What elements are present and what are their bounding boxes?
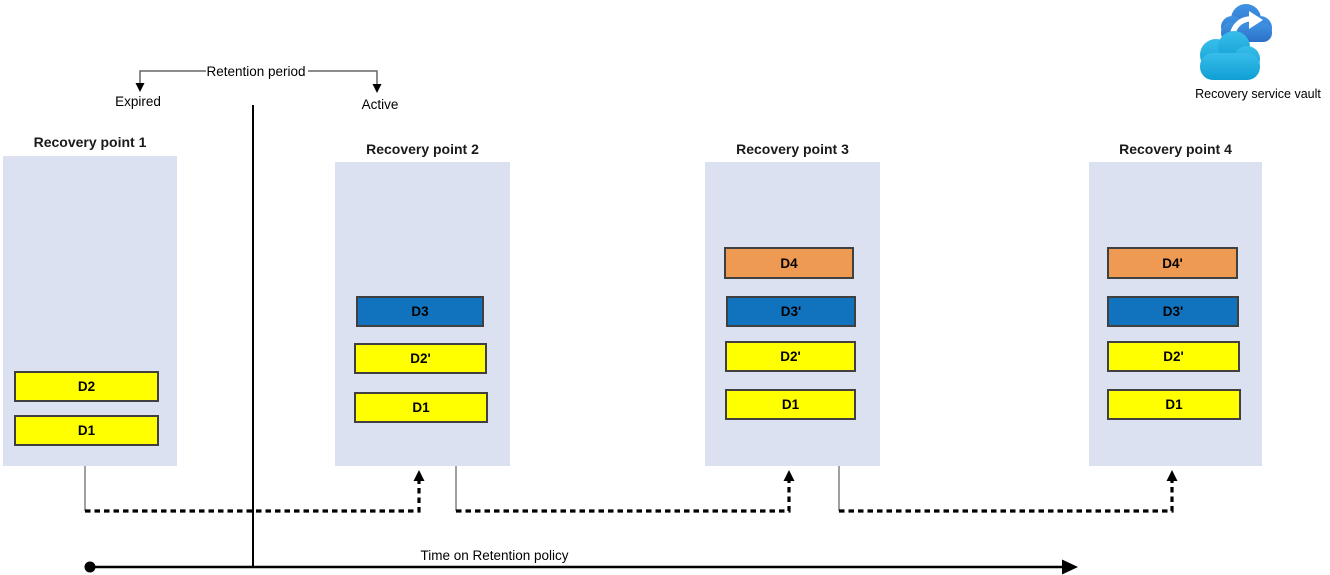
expired-label: Expired xyxy=(115,94,161,109)
restore-arrow-icon xyxy=(1229,11,1263,41)
recovery-point-1-title: Recovery point 1 xyxy=(33,134,147,150)
timeline-arrowhead xyxy=(1062,559,1078,575)
data-block-d1: D1 xyxy=(354,392,488,423)
data-block-d2-prime: D2' xyxy=(1107,341,1240,372)
back-cloud xyxy=(1221,4,1272,42)
data-block-d2-prime: D2' xyxy=(354,343,487,374)
data-block-d1: D1 xyxy=(14,415,159,446)
data-block-d3-prime: D3' xyxy=(1107,296,1239,327)
dashed-arrowheads-up xyxy=(413,470,1178,481)
data-block-d1: D1 xyxy=(1107,389,1241,420)
data-block-d2-prime: D2' xyxy=(725,341,856,372)
recovery-point-1-box xyxy=(3,156,177,466)
recovery-point-4-title: Recovery point 4 xyxy=(1119,141,1232,157)
bracket-arrow-down-right xyxy=(372,84,382,93)
retention-period-label: Retention period xyxy=(206,64,306,79)
bracket-arrow-down-left xyxy=(135,83,145,92)
data-block-d4-prime: D4' xyxy=(1107,247,1238,279)
dashed-copy-arrows xyxy=(85,480,1174,513)
data-block-d1: D1 xyxy=(725,389,856,420)
active-label: Active xyxy=(361,97,399,112)
recovery-point-3-title: Recovery point 3 xyxy=(736,141,849,157)
recovery-service-vault-icon xyxy=(1200,4,1272,80)
recovery-point-2-title: Recovery point 2 xyxy=(366,141,479,157)
front-cloud xyxy=(1200,31,1260,80)
data-block-d4: D4 xyxy=(724,247,854,279)
recovery-service-vault-label: Recovery service vault xyxy=(1195,87,1321,101)
data-block-d3: D3 xyxy=(356,296,484,327)
connector-descenders xyxy=(84,466,840,511)
data-block-d3-prime: D3' xyxy=(726,296,856,327)
timeline-label: Time on Retention policy xyxy=(420,548,569,563)
data-block-d2: D2 xyxy=(14,371,159,402)
timeline-axis xyxy=(84,559,1078,575)
timeline-start-dot xyxy=(84,561,96,573)
